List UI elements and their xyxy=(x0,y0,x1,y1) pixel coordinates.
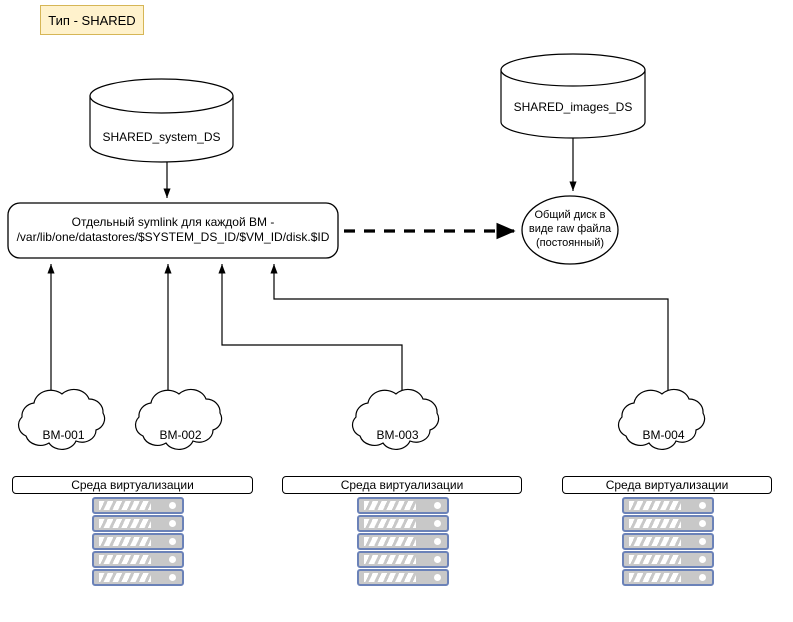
rack-vents-icon xyxy=(99,573,151,582)
server-rack-unit xyxy=(92,569,184,586)
rack-led-icon xyxy=(699,574,706,581)
server-rack-unit xyxy=(357,569,449,586)
rack-vents-icon xyxy=(629,519,681,528)
vm-004-shape xyxy=(617,388,706,451)
server-rack-stack-1 xyxy=(92,497,184,587)
server-rack-unit xyxy=(622,569,714,586)
rack-vents-icon xyxy=(364,501,416,510)
server-rack-unit xyxy=(357,551,449,568)
vm-003-shape xyxy=(351,388,440,451)
rack-vents-icon xyxy=(99,537,151,546)
rack-vents-icon xyxy=(629,573,681,582)
arrow-vm-004-to-symlink xyxy=(270,264,669,408)
rack-vents-icon xyxy=(364,555,416,564)
rack-led-icon xyxy=(699,520,706,527)
rack-vents-icon xyxy=(364,573,416,582)
server-rack-unit xyxy=(622,515,714,532)
rack-vents-icon xyxy=(629,501,681,510)
rack-vents-icon xyxy=(364,519,416,528)
rack-led-icon xyxy=(434,538,441,545)
symlink-box-shape xyxy=(7,202,339,259)
datastore-images-shape xyxy=(500,53,646,139)
datastore-system-shape xyxy=(89,78,234,163)
arrow-vm-003-to-symlink xyxy=(218,264,403,408)
rack-led-icon xyxy=(434,502,441,509)
rack-vents-icon xyxy=(99,519,151,528)
rack-led-icon xyxy=(434,520,441,527)
rack-led-icon xyxy=(169,574,176,581)
server-rack-unit xyxy=(357,533,449,550)
server-rack-unit xyxy=(92,497,184,514)
vm-002-shape xyxy=(134,388,223,451)
server-rack-unit xyxy=(357,515,449,532)
rack-led-icon xyxy=(169,538,176,545)
rack-vents-icon xyxy=(99,501,151,510)
rack-vents-icon xyxy=(364,537,416,546)
rack-vents-icon xyxy=(629,537,681,546)
rack-led-icon xyxy=(699,538,706,545)
server-rack-unit xyxy=(622,533,714,550)
rack-led-icon xyxy=(434,574,441,581)
rack-led-icon xyxy=(434,556,441,563)
rack-led-icon xyxy=(169,556,176,563)
server-rack-unit xyxy=(92,533,184,550)
rack-led-icon xyxy=(169,520,176,527)
rack-vents-icon xyxy=(629,555,681,564)
server-rack-unit xyxy=(622,551,714,568)
environment-box-2: Среда виртуализации xyxy=(282,476,522,494)
server-rack-stack-2 xyxy=(357,497,449,587)
server-rack-unit xyxy=(92,551,184,568)
rack-led-icon xyxy=(699,556,706,563)
server-rack-stack-3 xyxy=(622,497,714,587)
vm-001-shape xyxy=(17,388,106,451)
environment-box-3: Среда виртуализации xyxy=(562,476,772,494)
rack-led-icon xyxy=(699,502,706,509)
type-badge: Тип - SHARED xyxy=(40,5,144,35)
rack-led-icon xyxy=(169,502,176,509)
server-rack-unit xyxy=(622,497,714,514)
rack-vents-icon xyxy=(99,555,151,564)
shared-disk-shape xyxy=(521,195,619,265)
server-rack-unit xyxy=(92,515,184,532)
server-rack-unit xyxy=(357,497,449,514)
environment-box-1: Среда виртуализации xyxy=(12,476,253,494)
